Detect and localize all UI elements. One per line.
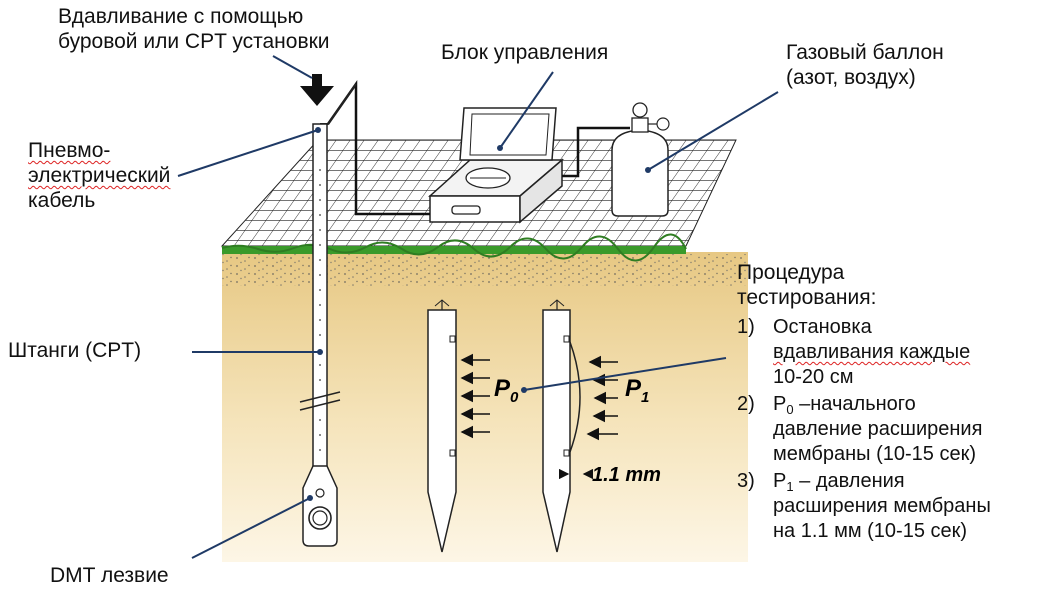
p0-pressure-arrows — [460, 353, 490, 439]
gas-cylinder-label: Газовый баллон (азот, воздух) — [786, 40, 944, 90]
push-label-line2: буровой или CPT установки — [58, 30, 330, 53]
gas-cylinder — [611, 102, 670, 217]
gas-label-line1: Газовый баллон — [786, 41, 944, 64]
blade-label: DMT лезвие — [50, 564, 169, 587]
procedure-step-1: 1) Остановка вдавливания каждые 10-20 см — [737, 316, 971, 388]
rods-label: Штанги (CPT) — [8, 339, 142, 362]
leader-lines — [177, 55, 779, 559]
p0-label: P0 — [494, 375, 519, 406]
probe-p1 — [542, 299, 594, 553]
cable-label-line2: электрический — [28, 164, 171, 187]
procedure-title: Процедура тестирования: — [737, 260, 876, 310]
displacement-label: 1.1 mm — [592, 464, 661, 486]
procedure-step-2: 2) P0 –начального давление расширения ме… — [737, 393, 983, 465]
rod-break — [299, 391, 341, 411]
push-label-line1: Вдавливание с помощью — [58, 5, 304, 28]
push-label: Вдавливание с помощью буровой или CPT ус… — [58, 4, 330, 54]
cable-label-line3: кабель — [28, 189, 96, 212]
cable-label-line1: Пневмо- — [28, 139, 111, 162]
cable-label: Пневмо- электрический кабель — [28, 138, 170, 213]
rod-dots — [319, 169, 321, 451]
soil-layer — [222, 252, 748, 562]
procedure-title-line2: тестирования: — [737, 286, 877, 309]
dmt-blade — [302, 465, 338, 547]
procedure-step-3: 3) P1 – давления расширения мембраны на … — [737, 470, 991, 542]
p1-pressure-arrows — [586, 355, 618, 441]
procedure-title-line1: Процедура — [737, 261, 845, 284]
push-arrow-icon — [300, 74, 334, 106]
p1-label: P1 — [625, 375, 649, 406]
tube-gas — [562, 126, 630, 178]
gas-label-line2: (азот, воздух) — [786, 66, 916, 89]
leader-dots — [307, 127, 651, 501]
control-unit-box — [428, 107, 565, 224]
procedure-steps: 1) Остановка вдавливания каждые 10-20 см… — [737, 315, 1037, 546]
control-unit-label: Блок управления — [441, 41, 609, 64]
soil-speckle — [222, 254, 748, 286]
probe-p0 — [427, 299, 457, 553]
